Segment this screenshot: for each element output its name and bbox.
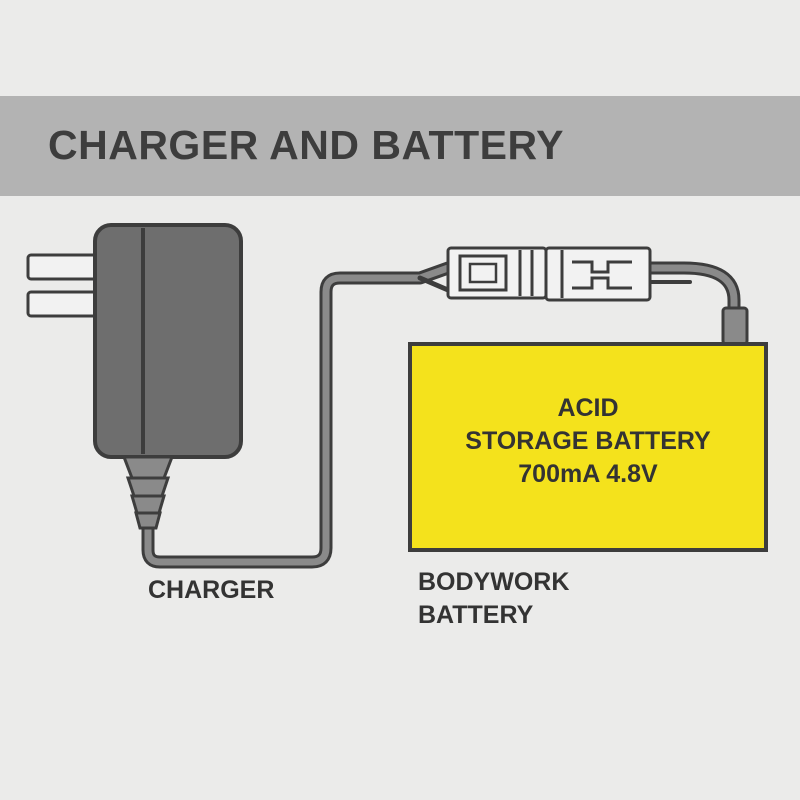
connector-plug-male bbox=[446, 246, 548, 300]
battery-lead-sleeve bbox=[721, 306, 749, 346]
bodywork-caption-line-2: BATTERY bbox=[418, 601, 534, 629]
cable-strain-relief bbox=[121, 455, 175, 530]
charger-caption: CHARGER bbox=[148, 576, 275, 604]
battery-cable bbox=[643, 261, 741, 319]
battery-line-1: ACID bbox=[557, 394, 619, 422]
bodywork-battery-caption: BODYWORK BATTERY bbox=[418, 566, 569, 632]
bodywork-caption-line-1: BODYWORK bbox=[418, 568, 570, 596]
battery-label: ACID STORAGE BATTERY 700mA 4.8V bbox=[410, 392, 766, 491]
battery-line-3: 700mA 4.8V bbox=[518, 460, 658, 488]
charger-cable bbox=[141, 261, 455, 569]
plug-prongs-icon bbox=[26, 253, 102, 318]
charger-adapter-icon bbox=[93, 223, 243, 459]
battery-pack bbox=[408, 342, 768, 552]
header-bar bbox=[0, 96, 800, 196]
page-title: CHARGER AND BATTERY bbox=[48, 122, 564, 168]
battery-line-2: STORAGE BATTERY bbox=[465, 427, 711, 455]
connector-socket-female bbox=[544, 246, 652, 302]
